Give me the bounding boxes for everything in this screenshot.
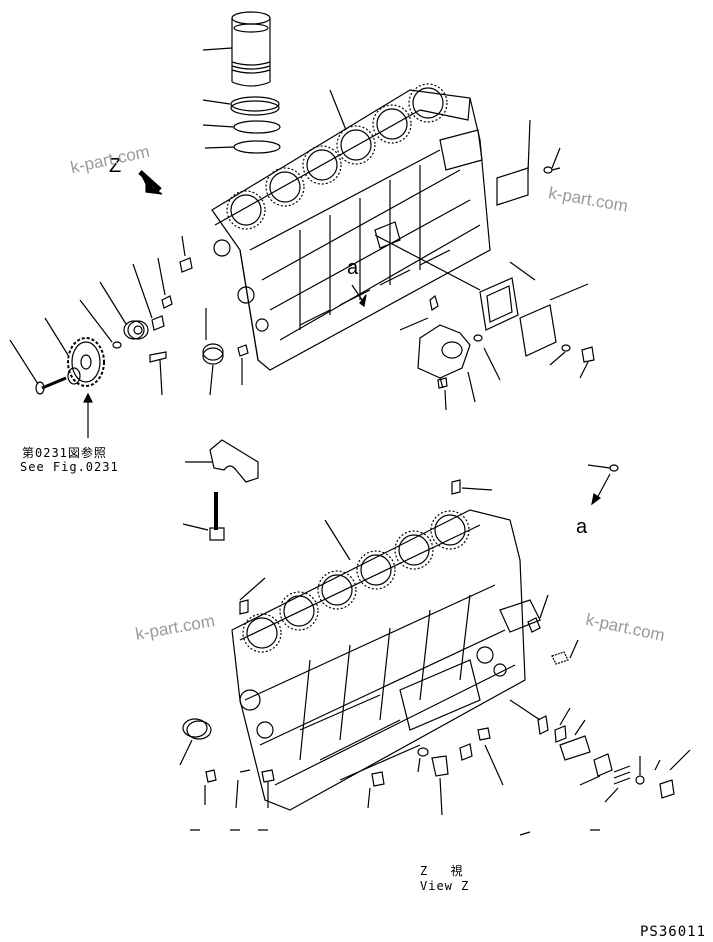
view-z-arrow [138, 170, 163, 195]
view-z-en: View Z [420, 879, 470, 893]
cylinder-block-upper [211, 83, 491, 371]
main-bearing-cap-upper [399, 294, 501, 411]
cylinder-liner [231, 11, 271, 87]
callout-a-lower-arrow [587, 464, 619, 506]
block-leader-lower [324, 519, 351, 561]
idler-gear [9, 317, 105, 438]
drawing-number: PS36011 [640, 924, 707, 940]
see-fig-jp: 第0231図参照 [22, 446, 107, 460]
front-parts-upper [79, 235, 249, 396]
side-cover-gasket [374, 234, 595, 379]
callout-a-upper-arrow [351, 284, 367, 308]
callout-a-lower: a [576, 516, 588, 538]
main-bearing-cap-lower [185, 439, 259, 483]
view-z-jp: Z 視 [420, 864, 464, 878]
liner-leader-lines [202, 47, 235, 149]
view-letter-top: Z [109, 155, 122, 177]
see-fig-en: See Fig.0231 [20, 460, 119, 474]
liner-o-rings [230, 96, 281, 154]
lower-small-parts [179, 577, 691, 836]
expansion-plate-right [496, 119, 561, 206]
main-bearing-bolt [182, 492, 225, 541]
callout-a-upper: a [347, 257, 359, 279]
block-leader-upper [329, 89, 347, 131]
dowel-pin-right [451, 479, 493, 495]
cylinder-block-lower [231, 509, 541, 811]
